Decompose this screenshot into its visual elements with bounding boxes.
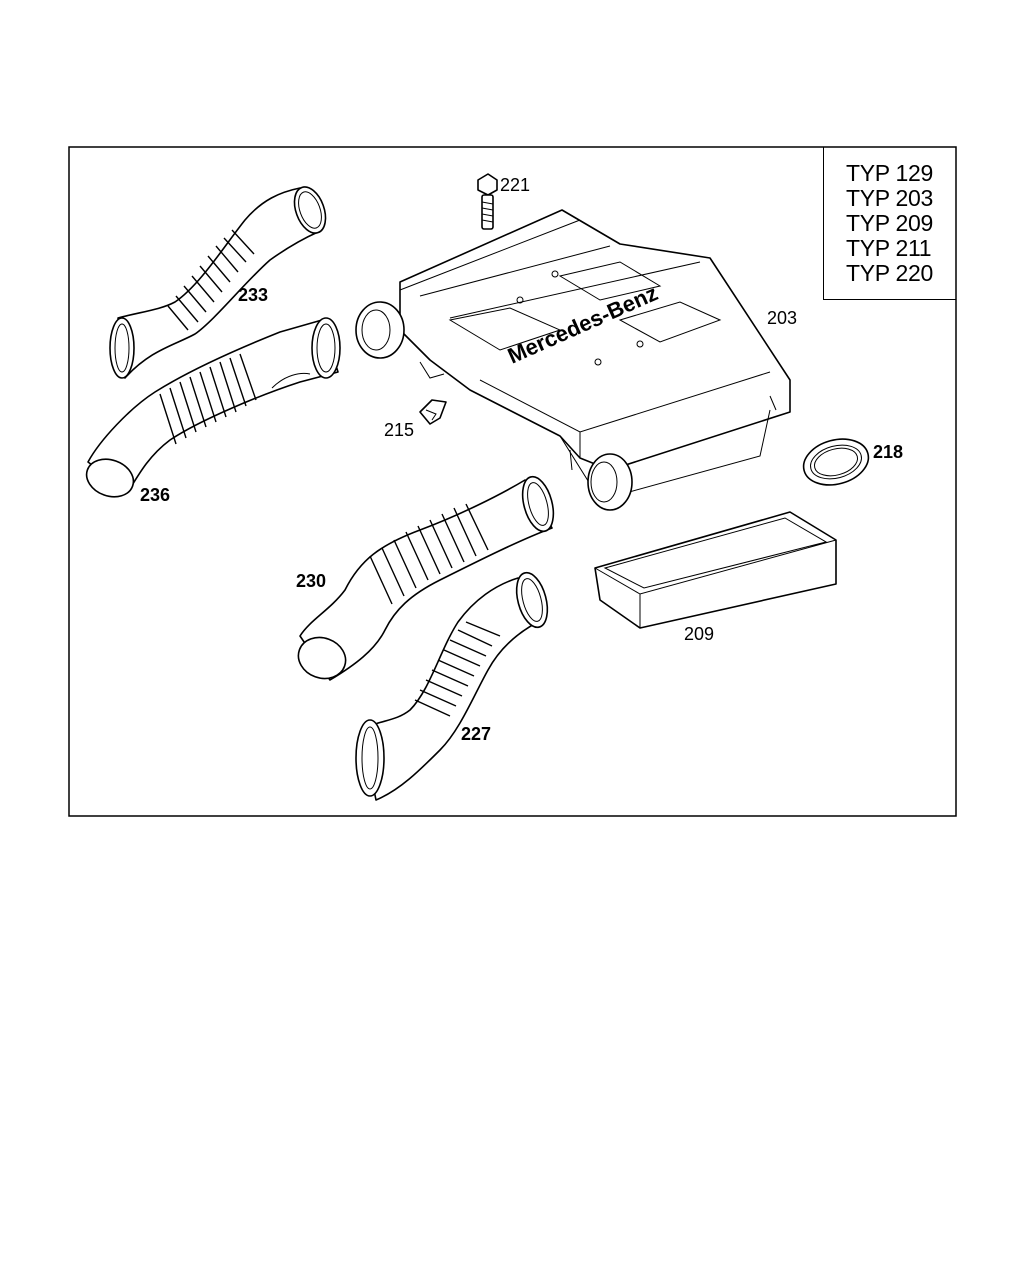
- hose-233: [109, 186, 327, 379]
- part-label-215: 215: [384, 420, 415, 440]
- model-type: TYP 203: [846, 185, 933, 211]
- seal-ring-218: [802, 438, 870, 486]
- filter-element-209: [594, 511, 837, 629]
- model-type: TYP 209: [846, 210, 933, 236]
- model-type: TYP 129: [846, 160, 933, 186]
- hose-230: [297, 475, 555, 681]
- clip-215: [419, 399, 447, 425]
- model-type: TYP 220: [846, 260, 933, 286]
- hose-236: [85, 317, 341, 498]
- bolt-221: [477, 173, 498, 230]
- hose-227: [355, 571, 549, 801]
- part-label-221: 221: [500, 175, 531, 195]
- part-label-218: 218: [873, 442, 904, 462]
- model-type-list: TYP 129 TYP 203 TYP 209 TYP 211 TYP 220: [823, 147, 956, 300]
- part-label-236: 236: [140, 485, 171, 505]
- part-label-227: 227: [461, 724, 492, 744]
- part-label-233: 233: [238, 285, 269, 305]
- part-label-209: 209: [684, 624, 715, 644]
- part-label-230: 230: [296, 571, 327, 591]
- model-type: TYP 211: [846, 235, 932, 261]
- part-label-203: 203: [767, 308, 798, 328]
- air-filter-housing-203: Mercedes-Benz: [355, 209, 791, 511]
- diagram-border: [68, 146, 957, 817]
